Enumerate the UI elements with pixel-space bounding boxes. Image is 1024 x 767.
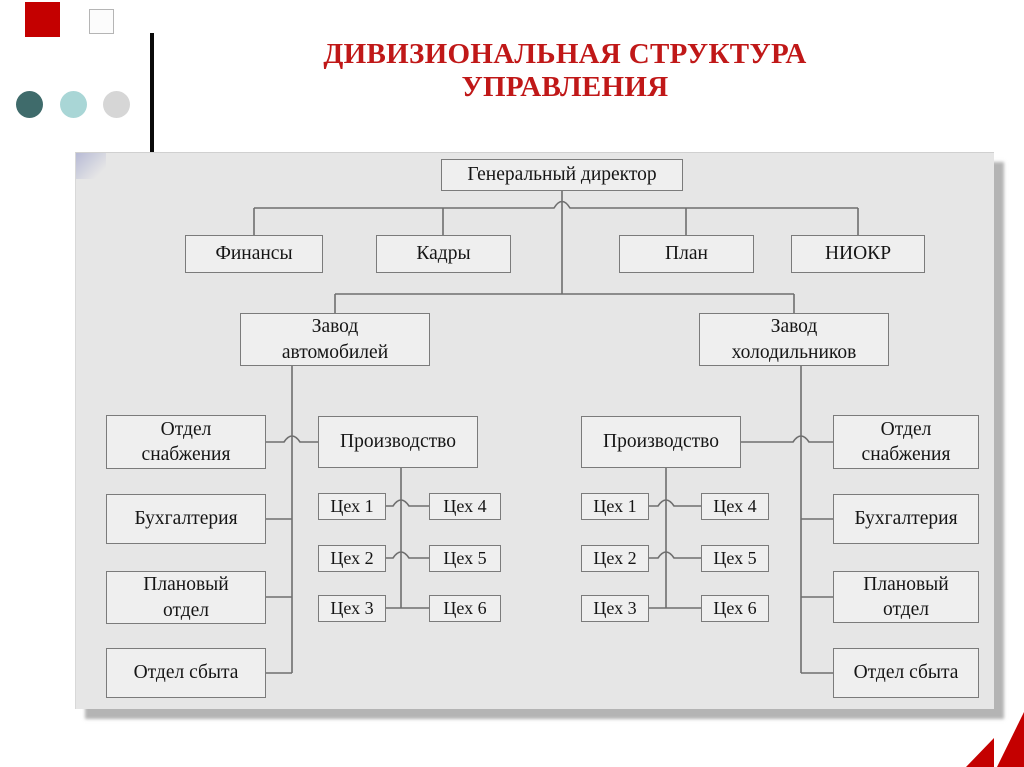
- org-box-supply-left: Отдел снабжения: [106, 415, 266, 469]
- red-square-decoration: [25, 2, 60, 37]
- slide-title: ДИВИЗИОНАЛЬНАЯ СТРУКТУРА УПРАВЛЕНИЯ: [323, 38, 807, 104]
- corner-triangle-large: [997, 712, 1024, 767]
- org-box-ceo: Генеральный директор: [441, 159, 683, 191]
- org-box-sales-left: Отдел сбыта: [106, 648, 266, 698]
- org-box-production-right: Производство: [581, 416, 741, 468]
- org-box-accounting-left: Бухгалтерия: [106, 494, 266, 544]
- org-box-shop3-right: Цех 3: [581, 595, 649, 622]
- org-box-supply-right: Отдел снабжения: [833, 415, 979, 469]
- org-box-plant-fridge: Завод холодильников: [699, 313, 889, 366]
- bullet-circle-dark-teal: [16, 91, 43, 118]
- vertical-divider-line: [150, 33, 154, 152]
- org-box-rnd: НИОКР: [791, 235, 925, 273]
- bullet-circle-light-teal: [60, 91, 87, 118]
- org-box-shop1-right: Цех 1: [581, 493, 649, 520]
- org-box-planning-left: Плановый отдел: [106, 571, 266, 624]
- org-chart-panel: Генеральный директор Финансы Кадры План …: [75, 152, 994, 709]
- org-box-shop6-right: Цех 6: [701, 595, 769, 622]
- org-box-shop2-right: Цех 2: [581, 545, 649, 572]
- org-box-shop4-left: Цех 4: [429, 493, 501, 520]
- org-box-shop1-left: Цех 1: [318, 493, 386, 520]
- org-box-hr: Кадры: [376, 235, 511, 273]
- org-box-shop3-left: Цех 3: [318, 595, 386, 622]
- bullet-circle-gray: [103, 91, 130, 118]
- org-chart-connectors: [253, 191, 859, 674]
- org-box-plan: План: [619, 235, 754, 273]
- white-square-decoration: [89, 9, 114, 34]
- corner-triangle-small: [966, 738, 994, 767]
- org-box-production-left: Производство: [318, 416, 478, 468]
- org-box-accounting-right: Бухгалтерия: [833, 494, 979, 544]
- panel-corner-gradient-decoration: [76, 153, 106, 179]
- org-box-plant-auto: Завод автомобилей: [240, 313, 430, 366]
- org-box-planning-right: Плановый отдел: [833, 571, 979, 623]
- org-box-shop2-left: Цех 2: [318, 545, 386, 572]
- org-box-finance: Финансы: [185, 235, 323, 273]
- org-box-shop5-right: Цех 5: [701, 545, 769, 572]
- org-box-sales-right: Отдел сбыта: [833, 648, 979, 698]
- corner-triangles-decoration: [966, 712, 1024, 767]
- org-box-shop6-left: Цех 6: [429, 595, 501, 622]
- org-box-shop5-left: Цех 5: [429, 545, 501, 572]
- org-box-shop4-right: Цех 4: [701, 493, 769, 520]
